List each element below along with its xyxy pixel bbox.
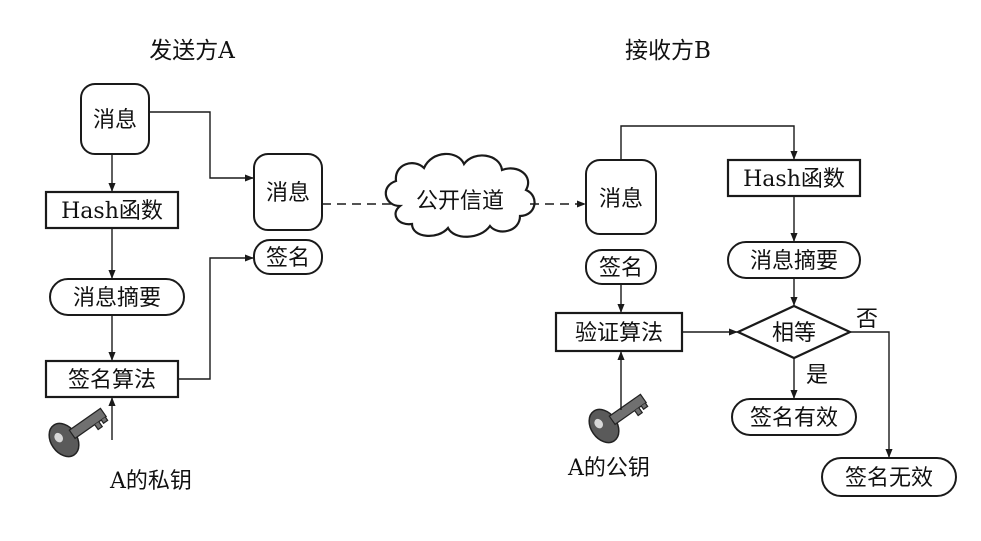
public-channel-label: 公开信道 — [416, 189, 504, 214]
received-signature-label: 签名 — [599, 256, 643, 281]
public-key-icon — [588, 393, 649, 444]
sender-sign-algorithm-node: 签名算法 — [44, 359, 180, 399]
received-message-node: 消息 — [585, 159, 657, 235]
sent-signature-node: 签名 — [253, 239, 323, 275]
arrow-message-to-sent-message — [149, 111, 254, 182]
signature-valid-label: 签名有效 — [750, 406, 838, 431]
verify-algorithm-node: 验证算法 — [554, 311, 684, 353]
public-key-label: A的公钥 — [567, 456, 650, 481]
sent-message-node: 消息 — [253, 153, 323, 231]
sender-hash-function-label: Hash函数 — [61, 199, 163, 224]
verify-algorithm-label: 验证算法 — [575, 321, 663, 346]
yes-label: 是 — [806, 363, 828, 388]
received-signature-node: 签名 — [585, 249, 657, 285]
sender-hash-function-node: Hash函数 — [44, 190, 180, 230]
sender-title: 发送方A — [149, 38, 235, 64]
private-key-label: A的私钥 — [109, 469, 192, 494]
signature-valid-node: 签名有效 — [731, 398, 857, 436]
sent-signature-label: 签名 — [266, 246, 310, 271]
private-key-icon — [48, 407, 109, 458]
sent-message-label: 消息 — [266, 181, 310, 206]
sender-sign-algorithm-label: 签名算法 — [68, 368, 156, 393]
received-message-label: 消息 — [599, 187, 643, 212]
no-label: 否 — [856, 307, 878, 332]
receiver-hash-function-label: Hash函数 — [743, 167, 845, 192]
sender-message-node: 消息 — [80, 83, 150, 155]
receiver-hash-function-node: Hash函数 — [726, 158, 862, 198]
arrow-received-message-to-hash — [620, 125, 798, 160]
sender-message-label: 消息 — [93, 108, 137, 133]
equal-check-diamond: 相等 — [735, 304, 853, 360]
arrow-sign-to-sent-signature — [178, 254, 254, 380]
signature-invalid-node: 签名无效 — [821, 457, 957, 497]
sender-digest-label: 消息摘要 — [73, 286, 161, 311]
equal-check-label: 相等 — [772, 321, 816, 346]
arrow-equal-to-invalid — [850, 331, 893, 458]
receiver-title: 接收方B — [625, 38, 711, 64]
receiver-digest-node: 消息摘要 — [727, 241, 861, 279]
public-channel-cloud: 公开信道 — [384, 152, 536, 238]
receiver-digest-label: 消息摘要 — [750, 249, 838, 274]
sender-digest-node: 消息摘要 — [49, 278, 185, 316]
signature-invalid-label: 签名无效 — [845, 466, 933, 491]
